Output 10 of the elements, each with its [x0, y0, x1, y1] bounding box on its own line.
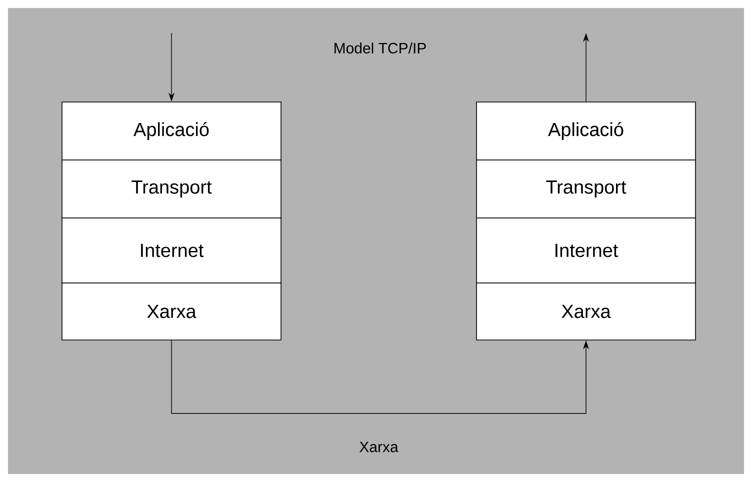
layer-box: Transport	[62, 160, 282, 218]
layer-box: Aplicació	[476, 102, 696, 160]
layer-box: Internet	[476, 218, 696, 284]
diagram-title: Model TCP/IP	[334, 42, 426, 54]
layer-box: Aplicació	[62, 102, 282, 160]
layer-box: Internet	[62, 218, 282, 284]
layer-box: Transport	[476, 160, 696, 218]
layer-box: Xarxa	[62, 282, 282, 340]
layer-box: Xarxa	[476, 282, 696, 340]
edge-label: Xarxa	[360, 442, 398, 452]
